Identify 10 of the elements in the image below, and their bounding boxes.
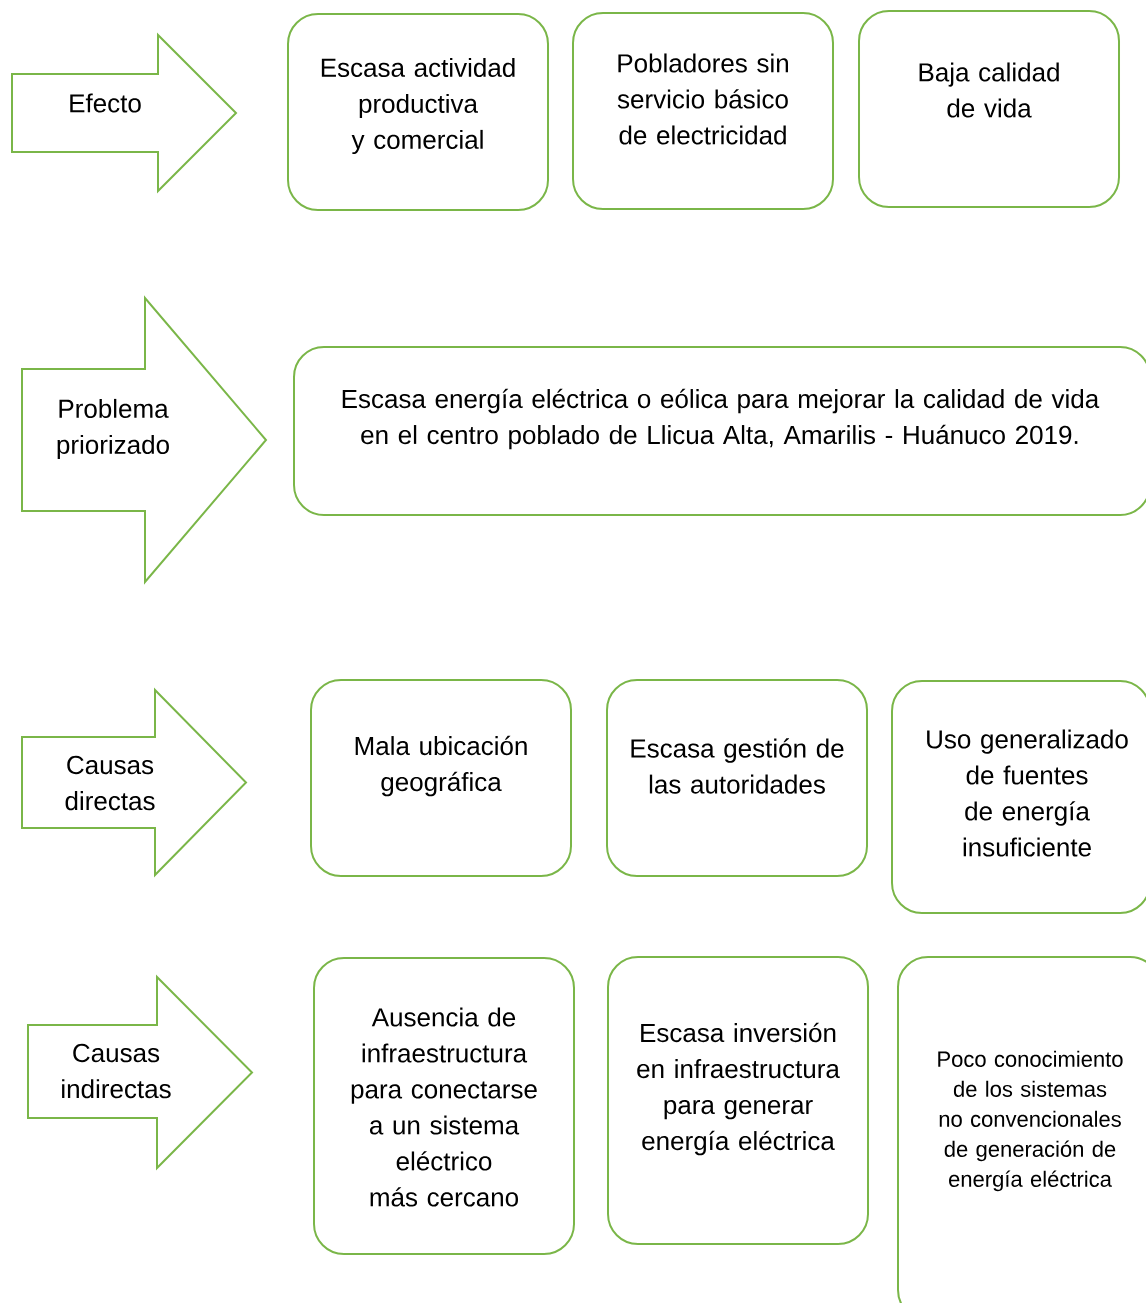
rounded-box: Ausencia de infraestructura para conectarse a un sistema eléctrico más cercano <box>313 957 575 1255</box>
rounded-box: Mala ubicación geográfica <box>310 679 572 877</box>
rounded-box: Uso generalizado de fuentes de energía insuficiente <box>891 680 1146 914</box>
rounded-box: Escasa actividad productiva y comercial <box>287 13 549 211</box>
rounded-box: Baja calidad de vida <box>858 10 1120 208</box>
rounded-box: Escasa inversión en infraestructura para generar energía eléctrica <box>607 956 869 1245</box>
rounded-box: Escasa gestión de las autoridades <box>606 679 868 877</box>
rounded-box: Pobladores sin servicio básico de electricidad <box>572 12 834 210</box>
rounded-box: Escasa energía eléctrica o eólica para mejorar la calidad de vida en el centro poblado de Llicua Alta, Amarilis - Huánuco 2019. <box>293 346 1146 516</box>
rounded-box: Poco conocimiento de los sistemas no convencionales de generación de energía eléctrica <box>897 956 1146 1303</box>
